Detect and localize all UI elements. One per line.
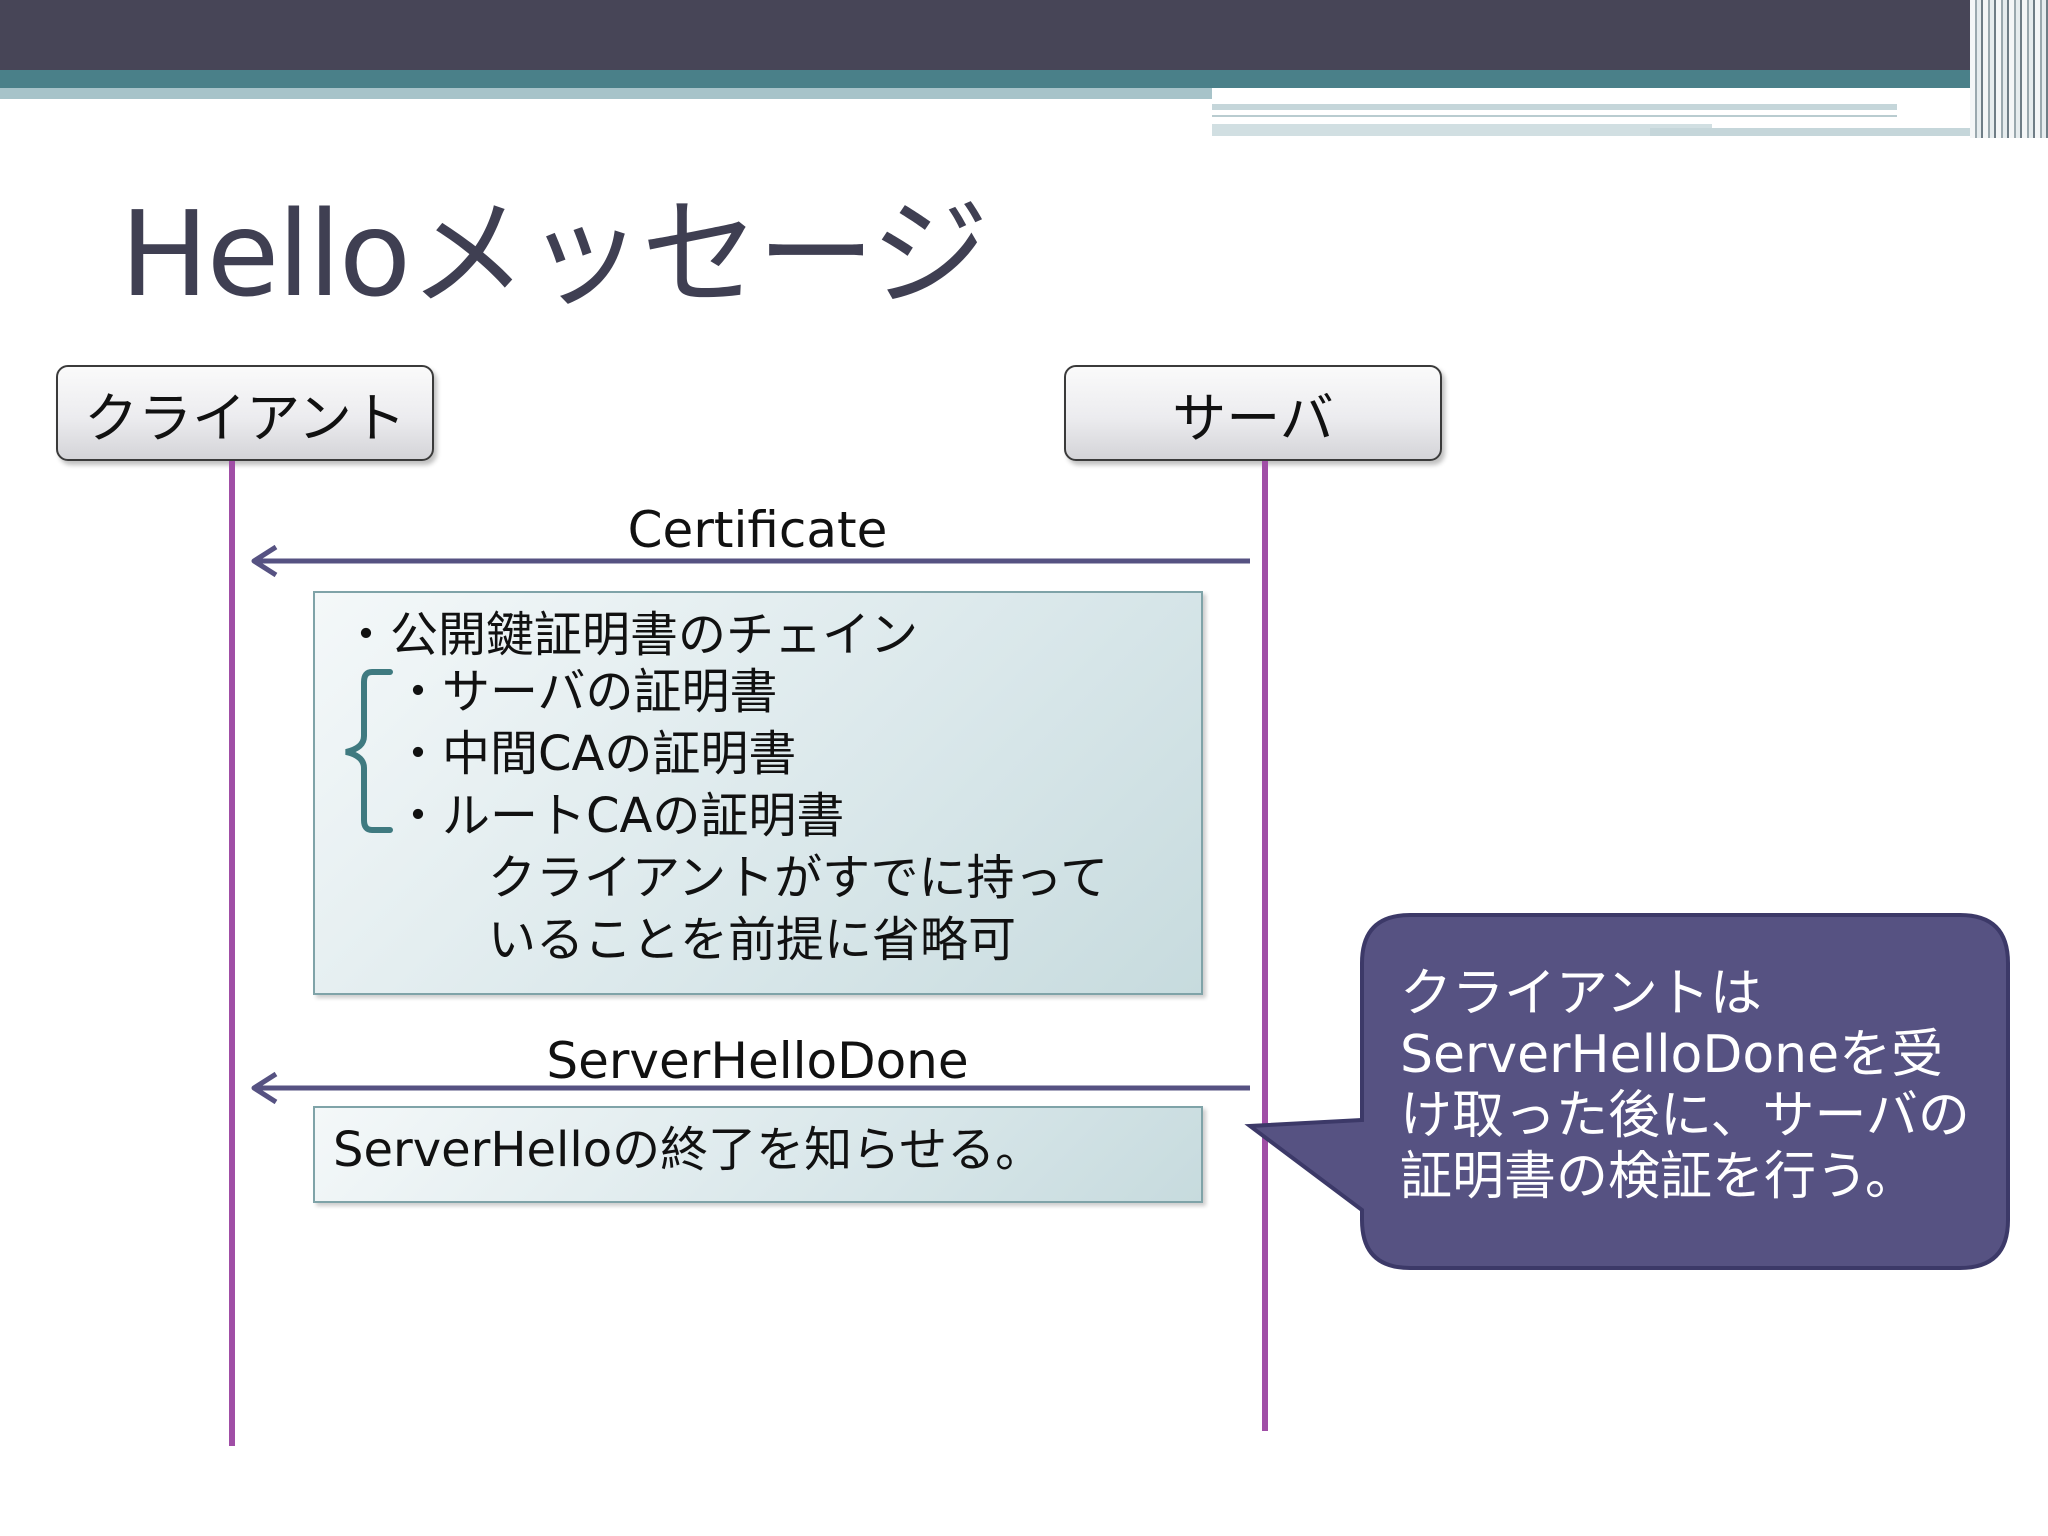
chain-item-server-cert: ・サーバの証明書 [394, 664, 778, 720]
server-lifeline [1262, 461, 1268, 1431]
chain-item-root-ca-cert: ・ルートCAの証明書 [394, 788, 845, 844]
header-rule [1212, 104, 1897, 110]
header-stripes [1970, 0, 2048, 138]
root-ca-remark-line1: クライアントがすでに持って [488, 850, 1109, 906]
callout-line: 証明書の検証を行う。 [1400, 1147, 1917, 1207]
chain-item-intermediate-ca-cert: ・中間CAの証明書 [394, 726, 797, 782]
server-hello-done-note-box [313, 1106, 1203, 1203]
header-rule [1212, 124, 1712, 136]
callout-text: クライアントは ServerHelloDoneを受 け取った後に、サーバの 証明… [1400, 964, 1970, 1208]
header-band-teal [0, 70, 1970, 88]
header-band-light [0, 88, 1212, 99]
certificate-chain-heading: ・公開鍵証明書のチェイン [342, 607, 919, 663]
certificate-arrow [251, 544, 1250, 578]
actor-client-box: クライアント [56, 365, 434, 461]
client-lifeline [229, 461, 235, 1446]
callout-line: クライアントは [1400, 964, 1762, 1024]
callout-line: け取った後に、サーバの [1400, 1086, 1970, 1146]
server-hello-done-arrow [251, 1071, 1250, 1105]
certificate-note-box [313, 591, 1203, 995]
actor-server-box: サーバ [1064, 365, 1442, 461]
root-ca-remark-line2: いることを前提に省略可 [488, 912, 1017, 968]
chain-bracket [345, 669, 393, 833]
actor-client-label: クライアント [84, 386, 406, 450]
header-band-dark [0, 0, 2048, 70]
header-rule [1650, 128, 2010, 136]
server-hello-done-note: ServerHelloの終了を知らせる。 [333, 1122, 1044, 1178]
header-rule [1212, 115, 1897, 121]
actor-server-label: サーバ [1172, 386, 1334, 450]
server-hello-done-message-label: ServerHelloDone [546, 1032, 969, 1090]
slide-title: Helloメッセージ [120, 185, 989, 323]
callout-line: ServerHelloDoneを受 [1400, 1025, 1944, 1085]
certificate-message-label: Certificate [627, 501, 888, 559]
